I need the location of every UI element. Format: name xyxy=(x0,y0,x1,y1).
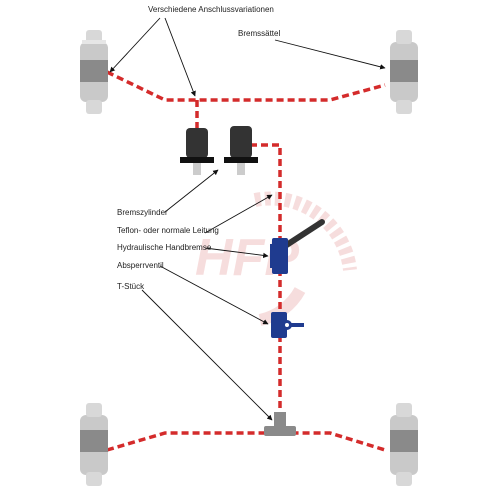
t-piece-icon xyxy=(264,412,296,436)
arrow-shutoff-valve xyxy=(159,265,269,325)
rear-brake-line xyxy=(106,431,386,452)
brake-lines xyxy=(106,70,386,452)
front-left-wheel-icon xyxy=(80,30,108,114)
label-shutoff-valve: Absperrventil xyxy=(117,261,164,270)
brake-cylinder-right-icon xyxy=(224,126,258,175)
arrow-t-piece xyxy=(141,289,273,421)
label-brake-calipers: Bremssättel xyxy=(238,29,280,38)
leader-lines xyxy=(109,17,386,421)
label-t-piece: T-Stück xyxy=(117,282,145,291)
brake-cylinder-left-icon xyxy=(180,128,214,175)
arrow-variants-left xyxy=(109,17,161,73)
front-right-wheel-icon xyxy=(390,30,418,114)
shutoff-valve-icon xyxy=(271,312,304,338)
arrow-handbrake xyxy=(204,247,269,259)
label-brake-cylinder: Bremszylinder xyxy=(117,208,168,217)
rear-right-wheel-icon xyxy=(390,403,418,486)
arrow-variants-right xyxy=(164,17,196,97)
hydraulic-handbrake-icon xyxy=(270,219,325,274)
front-brake-line xyxy=(106,70,386,102)
label-connection-variants: Verschiedene Anschlussvariationen xyxy=(148,5,274,14)
arrow-teflon-line xyxy=(204,194,273,234)
rear-left-wheel-icon xyxy=(80,403,108,486)
arrow-calipers xyxy=(274,39,386,70)
label-hydraulic-handbrake: Hydraulische Handbremse xyxy=(117,243,212,252)
label-teflon-line: Teflon- oder normale Leitung xyxy=(117,226,219,235)
arrow-brake-cylinder xyxy=(164,169,219,213)
